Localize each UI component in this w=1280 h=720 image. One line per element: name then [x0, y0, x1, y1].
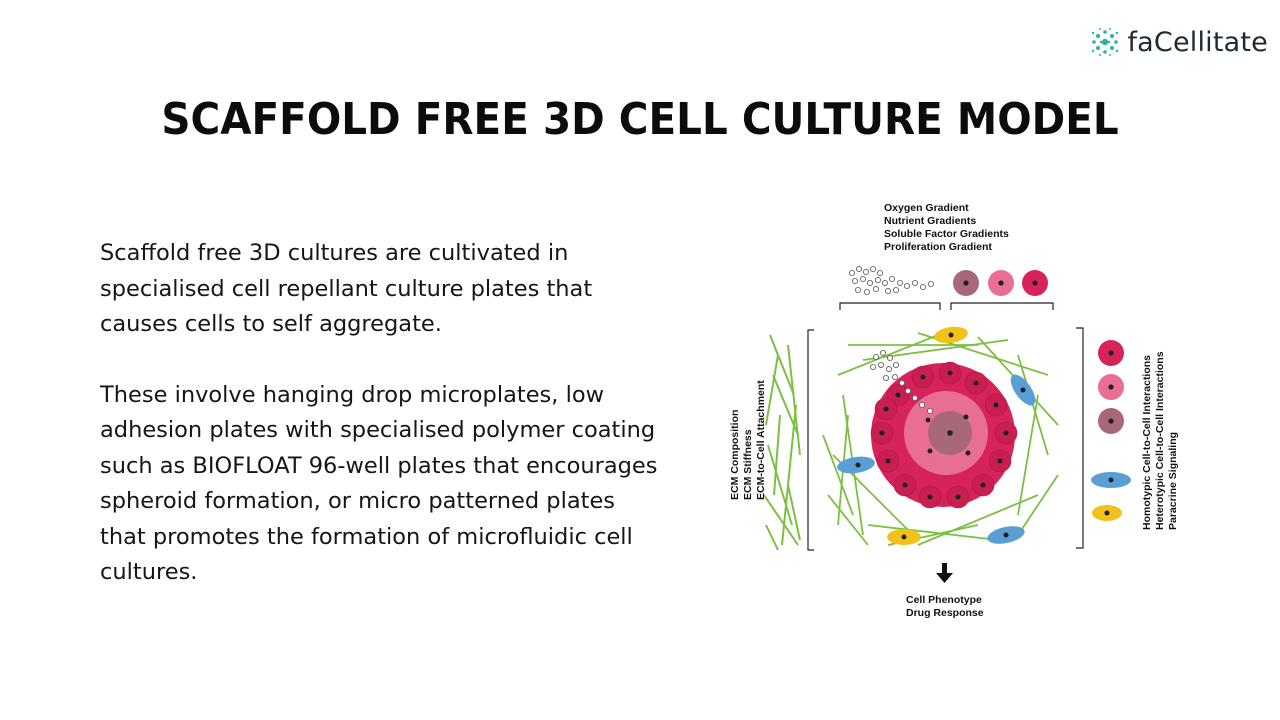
nutrient-particles	[848, 265, 935, 296]
paragraph-intro: Scaffold free 3D cultures are cultivated…	[100, 240, 593, 337]
top-label: Oxygen Gradient	[884, 202, 969, 214]
bottom-label: Drug Response	[906, 607, 984, 619]
stromal-cells	[837, 326, 1036, 545]
spheroid-diagram-svg: Oxygen Gradient Nutrient Gradients Solub…	[729, 202, 1179, 619]
legend-cells	[1091, 340, 1131, 521]
spheroid	[869, 349, 1018, 509]
ecm-fibers-left	[763, 334, 801, 551]
down-arrow-icon	[936, 563, 953, 583]
right-label: Homotypic Cell-to-Cell Interactions	[1141, 355, 1153, 530]
spheroid-diagram: Oxygen Gradient Nutrient Gradients Solub…	[718, 195, 1198, 625]
bottom-label: Cell Phenotype	[906, 594, 982, 606]
top-label: Soluble Factor Gradients	[884, 228, 1009, 240]
right-label: Paracrine Signaling	[1167, 432, 1179, 530]
brand-name: faCellitate	[1127, 26, 1268, 58]
top-label: Proliferation Gradient	[884, 241, 992, 253]
top-label: Nutrient Gradients	[884, 215, 976, 227]
ecm-fibers-central	[822, 332, 1059, 546]
left-label: ECM-to-Cell Attachment	[755, 380, 767, 500]
slide-body: Scaffold free 3D cultures are cultivated…	[100, 236, 660, 626]
proliferation-cells	[953, 270, 1048, 296]
right-label: Heterotypic Cell-to-Cell Interactions	[1154, 351, 1166, 530]
paragraph-plate-types: These involve hanging drop microplates, …	[100, 381, 658, 586]
cell-cluster-logo-icon	[1092, 28, 1119, 56]
brand-logo[interactable]: faCellitate	[1089, 26, 1268, 58]
left-label: ECM Composition	[729, 410, 741, 500]
slide-title: SCAFFOLD FREE 3D CELL CULTURE MODEL	[161, 94, 1119, 145]
left-label: ECM Stiffness	[742, 429, 754, 500]
